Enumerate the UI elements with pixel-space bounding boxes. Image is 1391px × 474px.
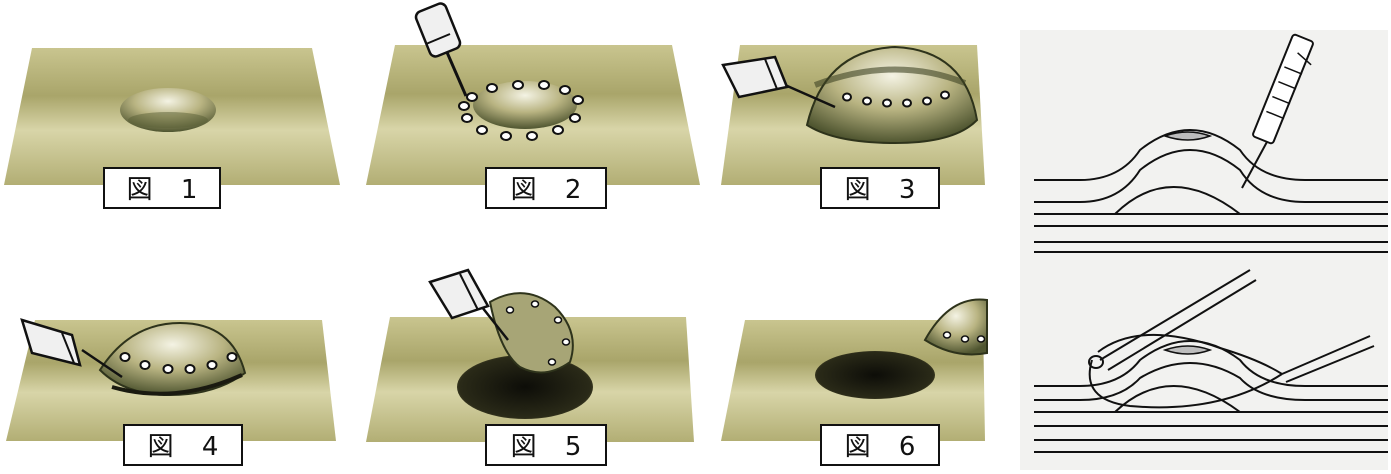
figure-6-illustration	[715, 295, 995, 445]
figure-5-illustration	[360, 262, 705, 447]
figure-4-panel	[0, 295, 345, 445]
figure-3-caption: 図 3	[820, 167, 940, 209]
figure-6-panel	[715, 295, 995, 445]
figure-6-caption: 図 6	[820, 424, 940, 466]
figure-3-illustration	[715, 25, 995, 190]
cross-section-illustration	[1020, 30, 1388, 470]
figure-2-caption: 図 2	[485, 167, 607, 209]
figure-4-illustration	[0, 295, 345, 445]
figure-1-caption: 図 1	[103, 167, 221, 209]
figure-4-caption: 図 4	[123, 424, 243, 466]
figure-5-panel	[360, 262, 705, 447]
figure-3-panel	[715, 25, 995, 190]
cross-section-schematic	[1020, 30, 1388, 474]
figure-2-panel	[360, 0, 705, 190]
figure-2-illustration	[360, 0, 705, 190]
resection-ulcer	[815, 351, 935, 399]
figure-5-caption: 図 5	[485, 424, 607, 466]
resected-specimen	[925, 300, 987, 355]
